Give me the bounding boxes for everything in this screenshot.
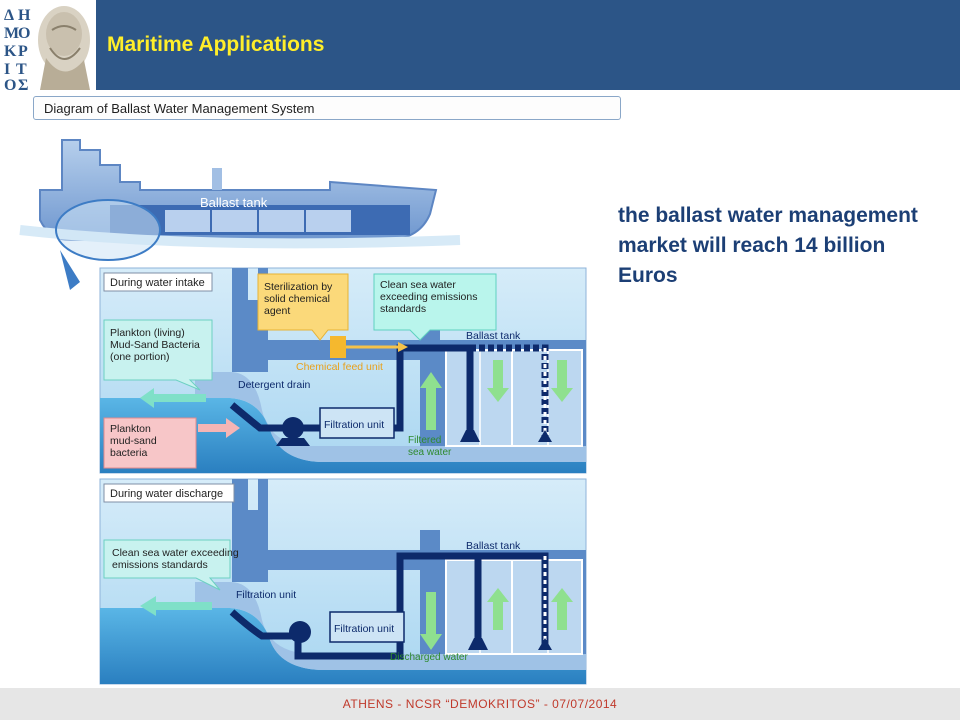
callout-line: standards <box>380 303 426 315</box>
svg-text:Τ: Τ <box>16 61 27 78</box>
callout-line: Sterilization by <box>264 281 333 293</box>
intake-filtration-unit-label: Filtration unit <box>324 419 384 431</box>
ship: Ballast tank <box>19 139 461 290</box>
callout-line: sea water <box>408 447 452 458</box>
svg-text:Μ: Μ <box>4 25 19 42</box>
svg-text:Ο: Ο <box>4 77 16 90</box>
page-title: Maritime Applications <box>107 33 325 56</box>
discharge-panel: During water discharge Clean sea water e… <box>99 478 587 685</box>
callout-line: solid chemical <box>264 293 330 305</box>
discharge-ballast-tank-label: Ballast tank <box>466 540 521 552</box>
callout-line: emissions standards <box>112 559 208 571</box>
callout-line: Plankton <box>110 423 151 435</box>
ship-label: Ballast tank <box>200 195 268 210</box>
svg-text:Η: Η <box>18 7 31 24</box>
svg-text:Ο: Ο <box>18 25 30 42</box>
market-statement-text: the ballast water management market will… <box>618 204 918 287</box>
footer-bar: ATHENS - NCSR “DEMOKRITOS” - 07/07/2014 <box>0 688 960 720</box>
callout-line: Clean sea water <box>380 279 456 291</box>
callout-line: mud-sand <box>110 435 157 447</box>
callout-line: exceeding emissions <box>380 291 477 303</box>
diagram-caption: Diagram of Ballast Water Management Syst… <box>33 96 621 120</box>
svg-text:Ρ: Ρ <box>18 43 28 60</box>
market-statement: the ballast water management market will… <box>618 201 918 291</box>
callout-line: bacteria <box>110 447 148 459</box>
footer-text: ATHENS - NCSR “DEMOKRITOS” - 07/07/2014 <box>342 697 618 711</box>
callout-line: Mud-Sand Bacteria <box>110 339 200 351</box>
callout-line: Plankton (living) <box>110 327 185 339</box>
discharge-filtration-unit-label: Filtration unit <box>334 623 394 635</box>
chemical-feed-label: Chemical feed unit <box>296 361 383 373</box>
discharged-water-label: Discharged water <box>390 652 468 663</box>
svg-text:Δ: Δ <box>4 7 14 24</box>
ballast-water-diagram: Ballast tank <box>19 139 587 685</box>
diagram-caption-text: Diagram of Ballast Water Management Syst… <box>44 101 315 116</box>
intake-panel-label: During water intake <box>110 277 205 289</box>
discharge-panel-label: During water discharge <box>110 488 223 500</box>
plankton-living-text: Plankton (living)Mud-Sand Bacteria(one p… <box>110 327 200 363</box>
callout-line: Clean sea water exceeding <box>112 547 239 559</box>
svg-text:Σ: Σ <box>18 77 28 90</box>
intake-ballast-tank-label: Ballast tank <box>466 330 521 342</box>
callout-line: Filtered <box>408 435 441 446</box>
svg-text:Ι: Ι <box>4 61 10 78</box>
callout-line: agent <box>264 305 290 317</box>
svg-text:Κ: Κ <box>4 43 17 60</box>
discharge-filtration-label: Filtration unit <box>236 589 296 601</box>
detergent-drain-label: Detergent drain <box>238 379 311 391</box>
callout-line: (one portion) <box>110 351 170 363</box>
